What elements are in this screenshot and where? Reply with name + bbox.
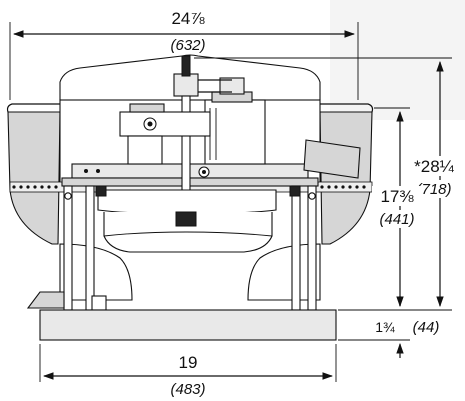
vent-dot — [54, 185, 58, 189]
right-post-outer — [291, 185, 301, 311]
body-height-metric: (441) — [379, 211, 414, 228]
vent-dot — [348, 185, 352, 189]
body-height-imperial: 17⅜ — [380, 187, 414, 206]
vent-dots — [12, 185, 366, 189]
right-post-inner — [307, 185, 317, 311]
vent-dot — [327, 185, 331, 189]
fan-pulley — [173, 73, 199, 97]
vent-dot — [19, 185, 23, 189]
curb-base — [39, 309, 337, 341]
inlet-venturi-left — [59, 243, 133, 301]
overall-height-imperial: *28¼ — [414, 157, 455, 176]
vent-dot — [334, 185, 338, 189]
base-width-metric: (483) — [170, 381, 205, 398]
left-post-inner — [85, 185, 95, 311]
right-shroud-lip — [320, 103, 374, 113]
background-shade — [330, 0, 465, 120]
vent-dot — [47, 185, 51, 189]
fan-wheel-top — [97, 189, 277, 215]
dimension-labels: 24⅞ (632) *28¼ (718) 17⅜ (441) 1¾ (44) 1… — [162, 8, 460, 398]
bearing-housing — [127, 135, 163, 165]
pulley-hub — [181, 55, 191, 77]
vent-dot — [362, 185, 366, 189]
base-width-imperial: 19 — [179, 353, 198, 372]
vent-dot — [12, 185, 16, 189]
vent-dot — [355, 185, 359, 189]
base-bolt — [91, 295, 107, 311]
motor-pulley — [219, 77, 245, 95]
curb-height-metric: (44) — [413, 319, 440, 336]
vent-dot — [33, 185, 37, 189]
hinge-bracket — [26, 291, 65, 309]
wheel-hub — [175, 211, 197, 227]
bearing-cap — [129, 103, 165, 113]
vent-dot — [320, 185, 324, 189]
left-post-outer — [63, 185, 73, 311]
vent-dot — [341, 185, 345, 189]
side-vent-box — [303, 139, 361, 179]
left-clamp — [95, 185, 107, 197]
fan-unit — [6, 54, 374, 341]
overall-width-metric: (632) — [170, 37, 205, 54]
left-shroud — [7, 111, 61, 245]
vent-dot — [40, 185, 44, 189]
motor-housing — [204, 99, 266, 165]
left-shroud-lip — [6, 103, 60, 113]
right-clamp — [289, 185, 301, 197]
bearing-bracket — [119, 111, 211, 137]
overall-width-imperial: 24⅞ — [171, 9, 205, 28]
vent-dot — [26, 185, 30, 189]
overall-height-metric: (718) — [416, 181, 451, 198]
right-shroud — [319, 111, 373, 245]
curb-height-imperial: 1¾ — [375, 319, 395, 335]
